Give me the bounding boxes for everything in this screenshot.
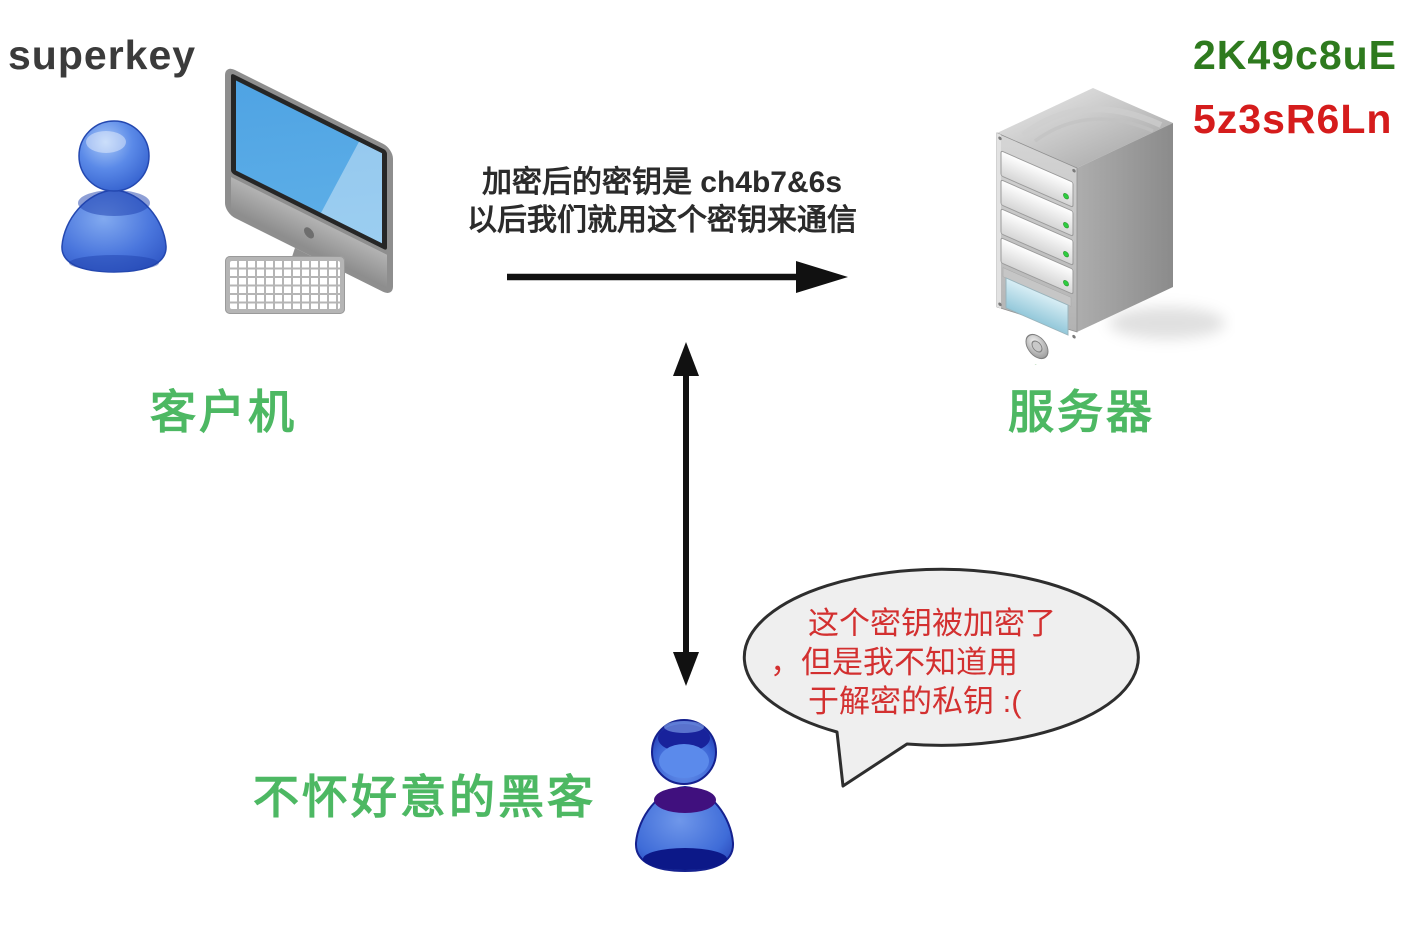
- server-icon: [996, 88, 1225, 365]
- hacker-speech-text: 这个密钥被加密了 ，但是我不知道用 于解密的私钥 :(: [770, 604, 1100, 721]
- server-top-face: [997, 88, 1173, 168]
- hacker-label: 不怀好意的黑客: [253, 771, 596, 823]
- server-led: [1063, 251, 1069, 258]
- hacker-head-highlight: [664, 721, 704, 733]
- client-user-icon: [61, 120, 167, 273]
- client-user-head-highlight: [86, 131, 126, 153]
- server-led: [1063, 222, 1069, 229]
- keyboard-icon: [225, 256, 345, 314]
- hacker-collar: [654, 787, 716, 813]
- server-power-led: [1033, 364, 1041, 365]
- imac-screen: [236, 80, 382, 244]
- message-line2: 以后我们就用这个密钥来通信: [467, 204, 857, 237]
- speech-bubble: [742, 567, 1140, 788]
- hacker-bottom-band: [643, 848, 727, 870]
- server-led: [1063, 280, 1069, 287]
- speech-line1: 这个密钥被加密了: [808, 606, 1056, 641]
- message-line1: 加密后的密钥是 ch4b7&6s: [481, 166, 843, 199]
- server-shadow: [1109, 307, 1225, 339]
- arrow-right-icon: [507, 261, 848, 293]
- client-computer-icon: [225, 68, 393, 308]
- message-block: 加密后的密钥是 ch4b7&6s 以后我们就用这个密钥来通信: [452, 164, 872, 240]
- client-user-bottom-shade: [69, 255, 159, 271]
- server-private-key-text: 5z3sR6Ln: [1193, 96, 1393, 142]
- imac-logo: [304, 227, 314, 239]
- speech-line2: ，但是我不知道用: [770, 645, 1018, 680]
- client-key-text: superkey: [8, 32, 197, 78]
- server-side-face: [1077, 123, 1173, 332]
- hacker-user-icon: [634, 719, 735, 873]
- server-panel: [1005, 277, 1069, 336]
- double-arrow-vertical-icon: [673, 342, 699, 686]
- imac-screen-reflection: [321, 141, 382, 244]
- keyboard-keys: [230, 261, 340, 309]
- client-user-collar-shade: [78, 190, 150, 216]
- speech-line3: 于解密的私钥 :(: [808, 684, 1022, 719]
- server-label: 服务器: [1008, 386, 1155, 438]
- hacker-face: [659, 744, 709, 778]
- client-user-head: [78, 120, 150, 192]
- server-front-details: [997, 133, 1076, 365]
- server-led: [1063, 193, 1069, 200]
- server-encrypted-key-text: 2K49c8uE: [1193, 32, 1398, 78]
- client-label: 客户机: [150, 386, 297, 438]
